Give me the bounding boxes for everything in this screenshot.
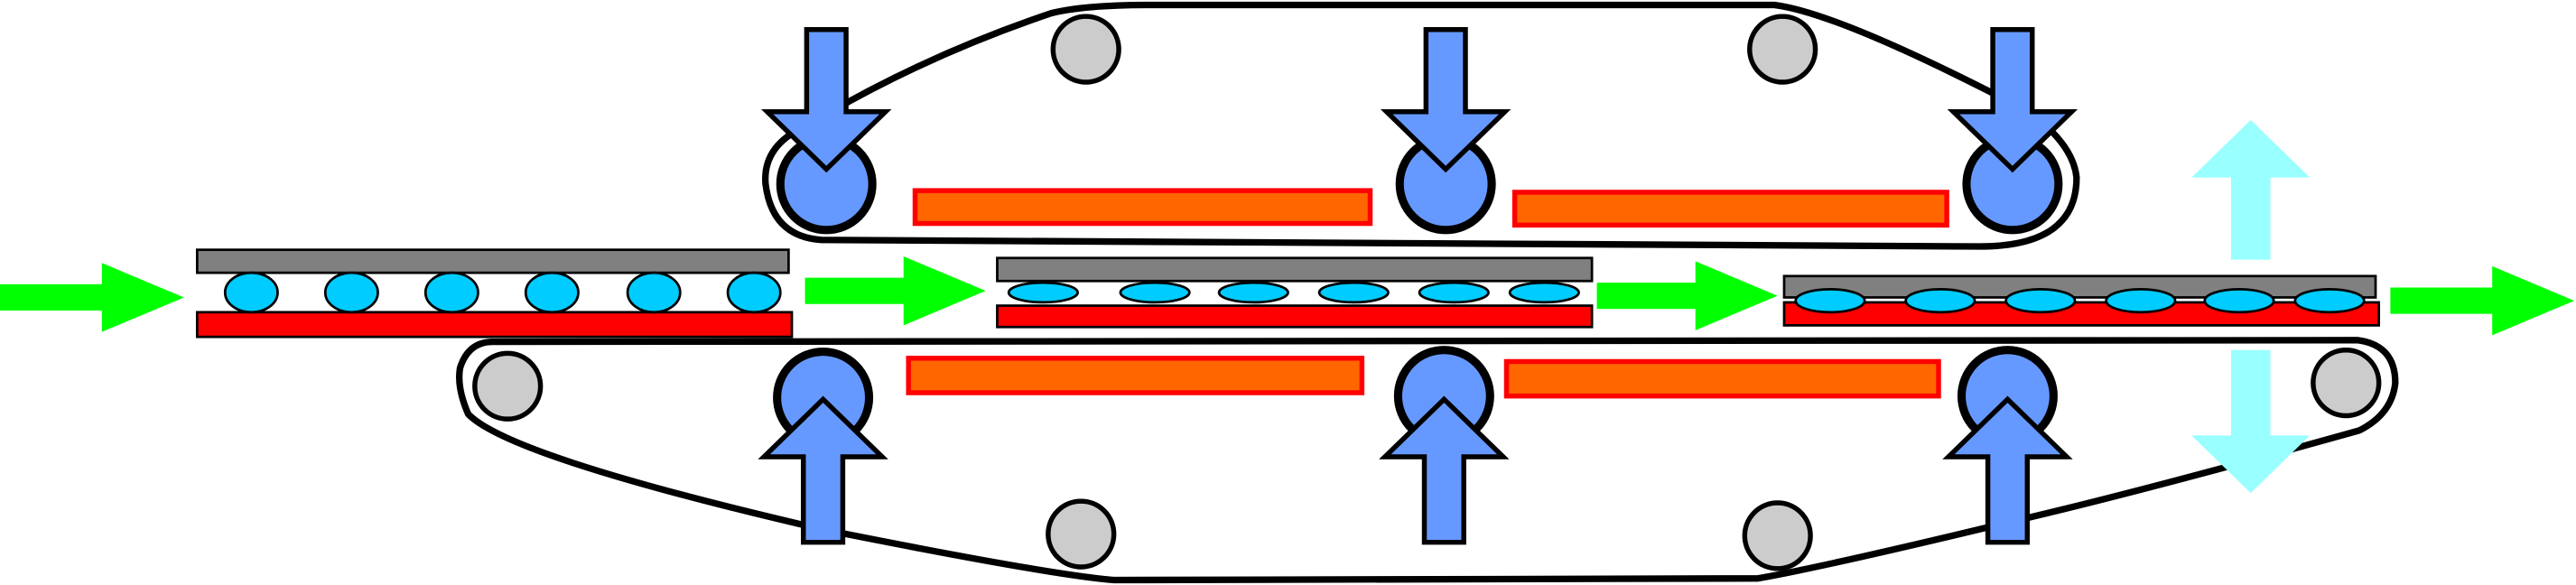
idler-roller (2311, 347, 2382, 419)
particle (1794, 287, 1866, 314)
idler-roller (1050, 14, 1121, 85)
particle (726, 271, 782, 314)
idler-roller (1046, 498, 1117, 570)
top-plate (1782, 274, 2377, 299)
flow-arrow-right (2390, 265, 2575, 336)
pressure-arrow-up (1942, 395, 2073, 545)
flow-arrow-right (1596, 261, 1778, 330)
particle (626, 271, 682, 314)
heater-bar (1511, 190, 1949, 228)
particle (1508, 281, 1580, 304)
release-arrow-down (2191, 349, 2311, 494)
bottom-belt (456, 337, 2399, 584)
flow-arrow-right (804, 255, 986, 326)
pressure-arrow-down (1380, 27, 1511, 173)
idler-roller (1742, 500, 1813, 571)
pressure-arrow-down (760, 27, 892, 173)
particle (524, 271, 580, 314)
particle (1007, 281, 1079, 304)
top-plate (195, 248, 790, 274)
heater-bar (906, 356, 1365, 395)
particle (2105, 287, 2177, 314)
idler-roller (472, 350, 544, 422)
bottom-plate (996, 304, 1594, 329)
pressure-arrow-down (1947, 27, 2078, 173)
particle (2293, 287, 2366, 314)
particle (1119, 281, 1191, 304)
top-plate (996, 256, 1594, 283)
particle (1904, 287, 1976, 314)
heater-bar (1503, 358, 1941, 399)
release-arrow-up (2191, 119, 2311, 260)
particle (2203, 287, 2275, 314)
particle (1418, 281, 1490, 304)
bottom-plate (1782, 301, 2381, 327)
particle (323, 271, 379, 314)
particle (2004, 287, 2077, 314)
pressure-arrow-up (758, 395, 888, 545)
particle (423, 271, 479, 314)
particle (1317, 281, 1390, 304)
flow-arrow-right (0, 263, 184, 332)
bottom-plate (195, 311, 794, 339)
idler-roller (1747, 14, 1818, 85)
particle (223, 271, 279, 314)
heater-bar (912, 188, 1373, 227)
particle (1217, 281, 1289, 304)
pressure-arrow-up (1379, 395, 1510, 545)
